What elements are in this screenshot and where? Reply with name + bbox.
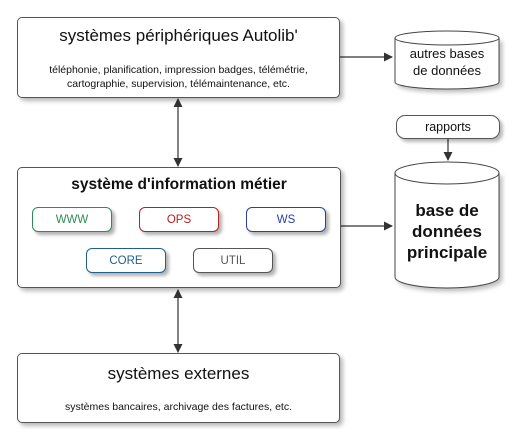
- module-core-label: CORE: [109, 254, 143, 267]
- main-database-line2: données: [412, 222, 482, 241]
- other-databases-line2: de données: [413, 63, 481, 78]
- module-util-label: UTIL: [220, 254, 246, 267]
- peripheral-systems-line2: cartographie, supervision, télémaintenan…: [67, 78, 290, 90]
- external-systems-box: systèmes externes systèmes bancaires, ar…: [17, 353, 340, 423]
- main-database-line1: base de: [415, 201, 479, 220]
- module-www: WWW: [32, 207, 112, 232]
- module-ops-label: OPS: [166, 213, 192, 226]
- reports-box: rapports: [396, 115, 500, 139]
- business-information-system-title: système d'information métier: [71, 176, 287, 193]
- other-databases-cylinder: autres bases de données: [393, 30, 503, 92]
- module-www-label: WWW: [55, 213, 89, 226]
- module-ws-label: WS: [276, 213, 296, 226]
- other-databases-line1: autres bases: [409, 46, 485, 61]
- module-ws: WS: [246, 207, 326, 232]
- external-systems-line1: systèmes bancaires, archivage des factur…: [64, 401, 293, 413]
- main-database-line3: principale: [406, 243, 488, 262]
- module-core: CORE: [86, 248, 166, 273]
- module-util: UTIL: [193, 248, 273, 273]
- peripheral-systems-line1: téléphonie, planification, impression ba…: [49, 64, 308, 76]
- module-ops: OPS: [139, 207, 219, 232]
- main-database-cylinder: base de données principale: [393, 161, 503, 291]
- peripheral-systems-title: systèmes périphériques Autolib': [59, 26, 298, 45]
- external-systems-title: systèmes externes: [107, 364, 250, 383]
- peripheral-systems-box: systèmes périphériques Autolib' téléphon…: [17, 17, 340, 98]
- reports-label: rapports: [425, 120, 471, 134]
